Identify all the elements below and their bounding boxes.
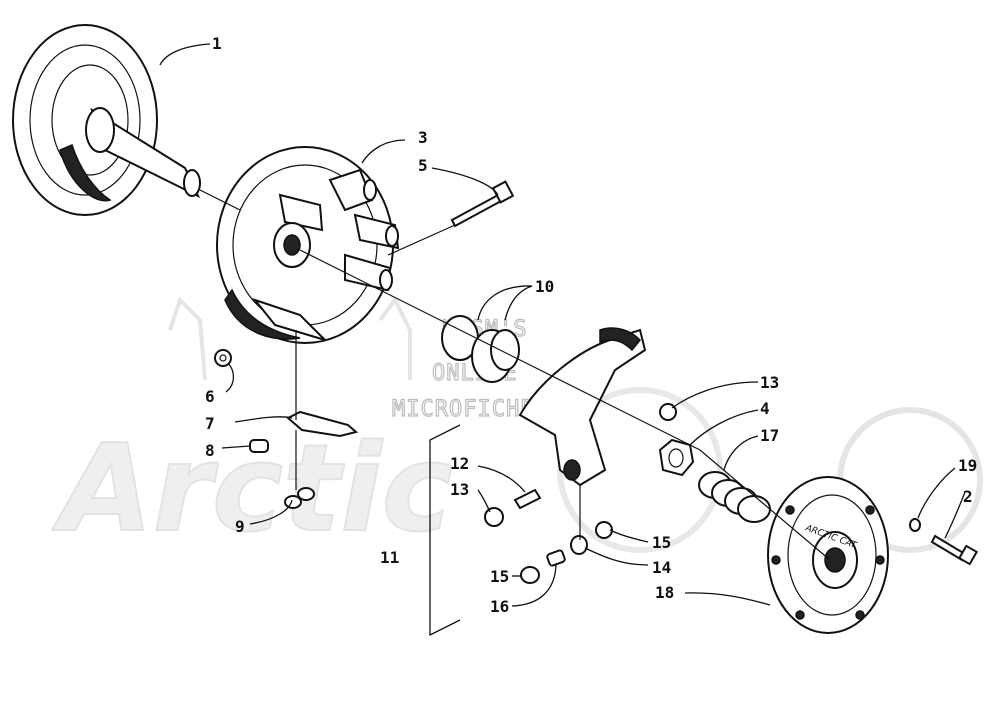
part-nut-4 (658, 438, 695, 477)
assembly-centerlines (199, 189, 831, 561)
part-bolt-5 (450, 180, 515, 228)
group-bracket-11 (429, 424, 461, 637)
sheave-towers (252, 168, 400, 341)
label-part-16: 16 (490, 597, 509, 616)
part-bushing-16 (546, 549, 566, 567)
part-washer-15b (520, 566, 540, 584)
label-part-2: 2 (963, 487, 973, 506)
part-movable-sheave (216, 146, 400, 344)
part-number-labels: 1 2 3 4 5 6 7 8 9 10 11 12 13 13 14 15 1… (205, 34, 977, 616)
label-part-14: 14 (652, 558, 671, 577)
label-part-19: 19 (958, 456, 977, 475)
label-part-13-left: 13 (450, 480, 469, 499)
part-spring-17 (698, 471, 771, 523)
label-part-1: 1 (212, 34, 222, 53)
label-part-11: 11 (380, 548, 399, 567)
part-fixed-sheave (12, 24, 201, 216)
label-part-15-left: 15 (490, 567, 509, 586)
label-part-6: 6 (205, 387, 215, 406)
label-part-9: 9 (235, 517, 245, 536)
part-washer-15a (595, 521, 613, 539)
part-washers-9 (284, 487, 315, 509)
label-part-5: 5 (418, 156, 428, 175)
part-spider-arm (518, 327, 647, 487)
part-arm-7 (286, 410, 359, 438)
part-washer-19 (909, 518, 921, 532)
part-rollers-10 (441, 315, 520, 383)
label-part-8: 8 (205, 441, 215, 460)
label-part-15-right: 15 (652, 533, 671, 552)
watermark-castle (168, 296, 412, 381)
label-part-13-right: 13 (760, 373, 779, 392)
part-nut-6 (214, 349, 232, 367)
part-pin-12 (513, 488, 542, 510)
label-part-12: 12 (450, 454, 469, 473)
part-roller-14 (570, 535, 588, 555)
label-part-3: 3 (418, 128, 428, 147)
watermark-line-3: MICROFICHE (392, 397, 534, 422)
label-part-10: 10 (535, 277, 554, 296)
part-cover-18: ARCTIC CAT (767, 476, 889, 634)
part-bolt-2 (930, 534, 979, 566)
part-button-13a (484, 507, 504, 527)
leader-lines (159, 43, 966, 607)
label-part-7: 7 (205, 414, 215, 433)
part-bushing-8 (249, 439, 269, 453)
label-part-17: 17 (760, 426, 779, 445)
label-part-4: 4 (760, 399, 770, 418)
label-part-18: 18 (655, 583, 674, 602)
